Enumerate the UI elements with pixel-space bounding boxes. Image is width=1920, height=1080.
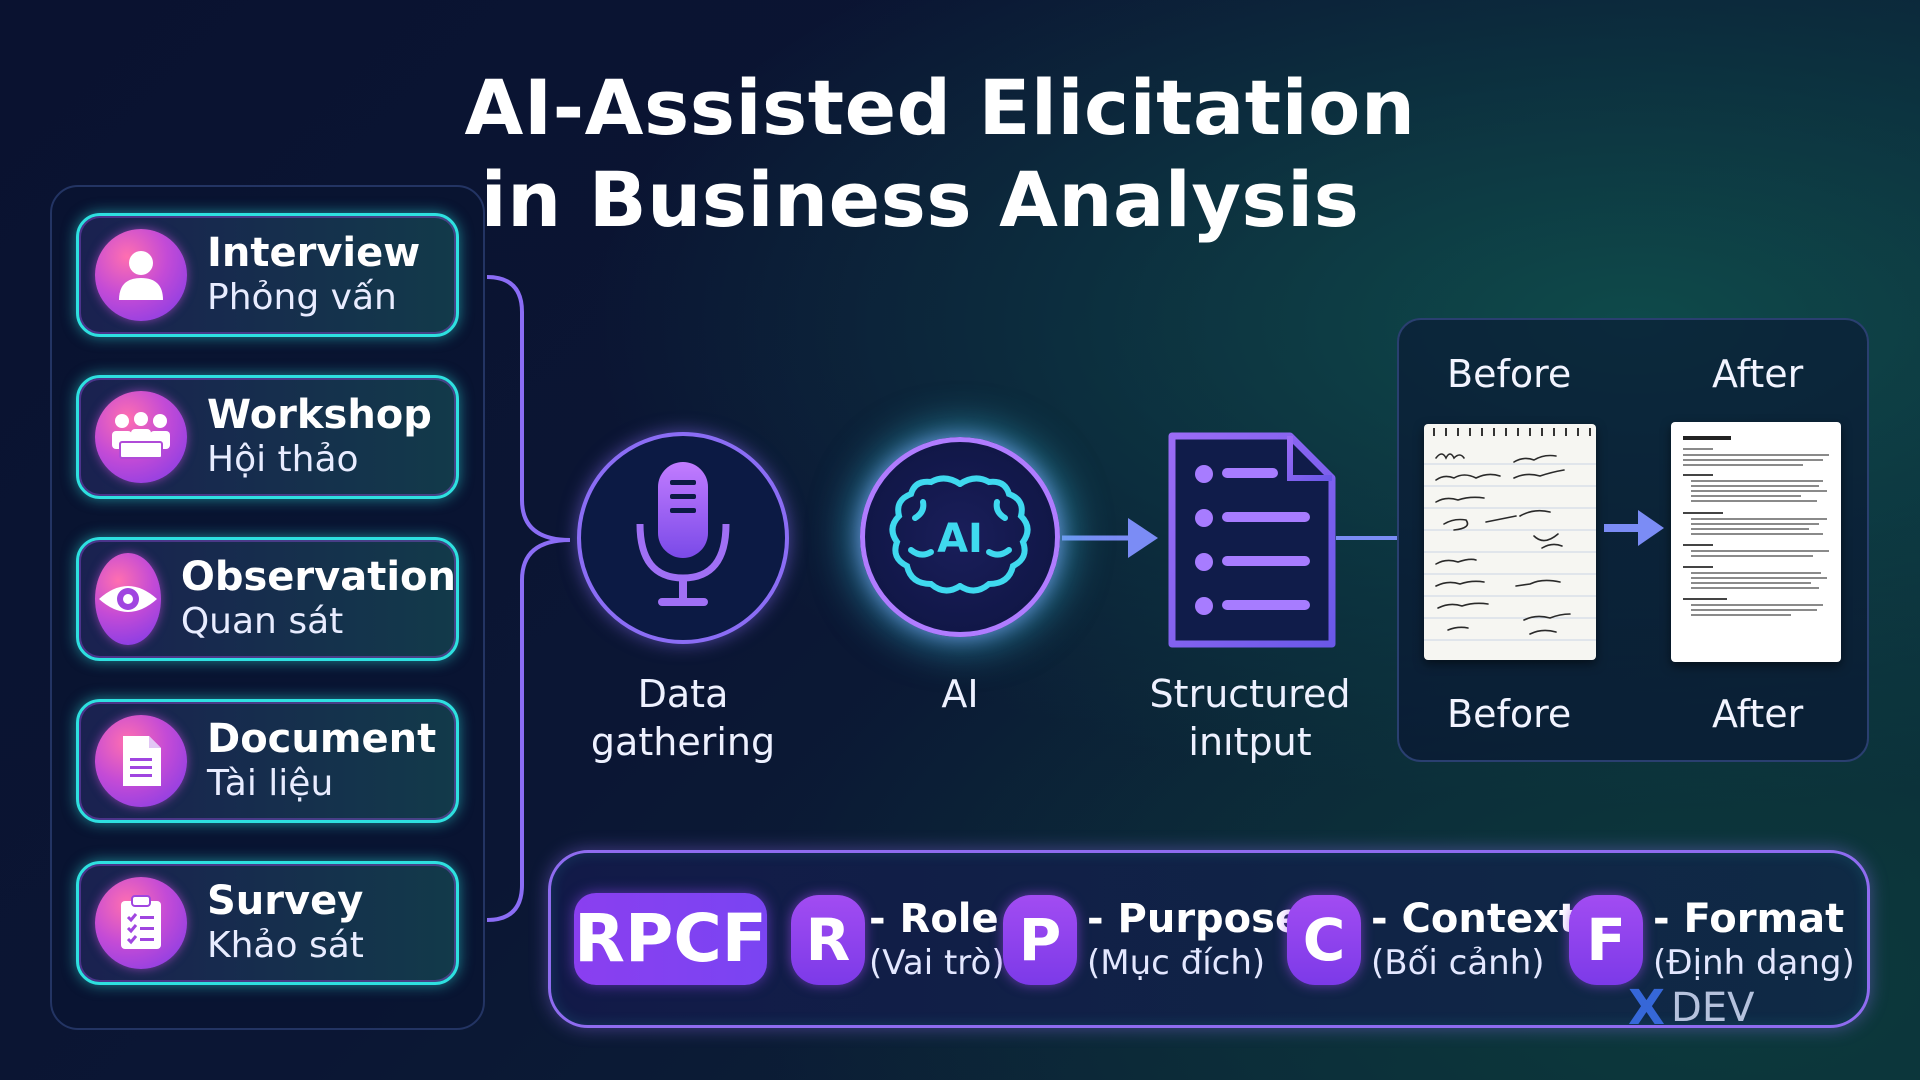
letter-r-badge: R — [791, 895, 865, 985]
method-title: Workshop — [207, 392, 432, 438]
watermark-text: DEV — [1671, 985, 1755, 1031]
term-key: - Purpose — [1087, 896, 1303, 942]
rpcf-tag: RPCF — [574, 893, 767, 985]
arrow-right-icon — [1604, 510, 1664, 546]
ai-node: AI — [860, 437, 1060, 637]
method-observation: Observation Quan sát — [76, 537, 459, 661]
term-key: - Role — [869, 896, 999, 942]
before-after-panel: Before After — [1397, 318, 1869, 762]
term-key: - Format — [1653, 896, 1845, 942]
term-translation: (Vai trò) — [869, 943, 1005, 983]
data-gathering-label: Data gathering — [590, 672, 776, 764]
arrow-ai-doc — [1128, 518, 1158, 558]
method-subtitle: Phỏng vấn — [207, 277, 397, 318]
typed-requirements-image — [1671, 422, 1841, 662]
after-top-label: After — [1712, 352, 1804, 396]
bracket-top — [486, 275, 571, 542]
method-subtitle: Tài liệu — [207, 763, 334, 804]
method-subtitle: Khảo sát — [207, 925, 364, 966]
xdev-watermark: X DEV — [1628, 980, 1754, 1036]
term-purpose: - Purpose (Mục đích) — [1087, 897, 1302, 985]
rpcf-panel: RPCF R - Role (Vai trò) P - Purpose (Mục… — [548, 850, 1870, 1028]
method-title: Survey — [207, 878, 364, 924]
letter-c-badge: C — [1287, 895, 1361, 985]
term-format: - Format (Định dạng) — [1653, 897, 1855, 985]
brain-icon: AI — [889, 475, 1031, 594]
letter-f-badge: F — [1569, 895, 1643, 985]
term-context: - Context (Bối cảnh) — [1371, 897, 1578, 985]
method-title: Document — [207, 716, 437, 762]
structured-document-icon — [1168, 432, 1336, 648]
before-top-label: Before — [1447, 352, 1572, 396]
microphone-icon — [636, 462, 730, 606]
bracket-bottom — [486, 538, 571, 922]
eye-icon — [95, 553, 161, 645]
data-gathering-node — [577, 432, 789, 644]
group-icon — [95, 391, 187, 483]
method-interview: Interview Phỏng vấn — [76, 213, 459, 337]
watermark-x: X — [1628, 980, 1666, 1036]
method-subtitle: Hội thảo — [207, 439, 359, 480]
term-translation: (Bối cảnh) — [1371, 943, 1545, 983]
clipboard-icon — [95, 877, 187, 969]
after-bottom-label: After — [1712, 692, 1804, 736]
method-title: Observation — [180, 554, 456, 600]
document-icon — [95, 715, 187, 807]
method-survey: Survey Khảo sát — [76, 861, 459, 985]
person-icon — [95, 229, 187, 321]
ai-label: AI — [941, 672, 979, 716]
brain-ai-text: AI — [937, 516, 983, 562]
handwritten-notes-image — [1424, 424, 1596, 660]
method-title: Interview — [207, 230, 421, 276]
structured-input-label: Structured inıtput — [1149, 672, 1351, 764]
method-subtitle: Quan sát — [180, 601, 344, 642]
before-bottom-label: Before — [1447, 692, 1572, 736]
title-line-2: in Business Analysis — [480, 155, 1360, 244]
letter-p-badge: P — [1003, 895, 1077, 985]
title-line-1: AI-Assisted Elicitation — [464, 63, 1416, 152]
method-workshop: Workshop Hội thảo — [76, 375, 459, 499]
page-title: AI-Assisted Elicitation in Business Anal… — [0, 62, 1920, 246]
term-key: - Context — [1371, 896, 1579, 942]
term-role: - Role (Vai trò) — [869, 897, 1005, 985]
term-translation: (Mục đích) — [1087, 943, 1266, 983]
term-translation: (Định dạng) — [1653, 943, 1855, 983]
method-document: Document Tài liệu — [76, 699, 459, 823]
